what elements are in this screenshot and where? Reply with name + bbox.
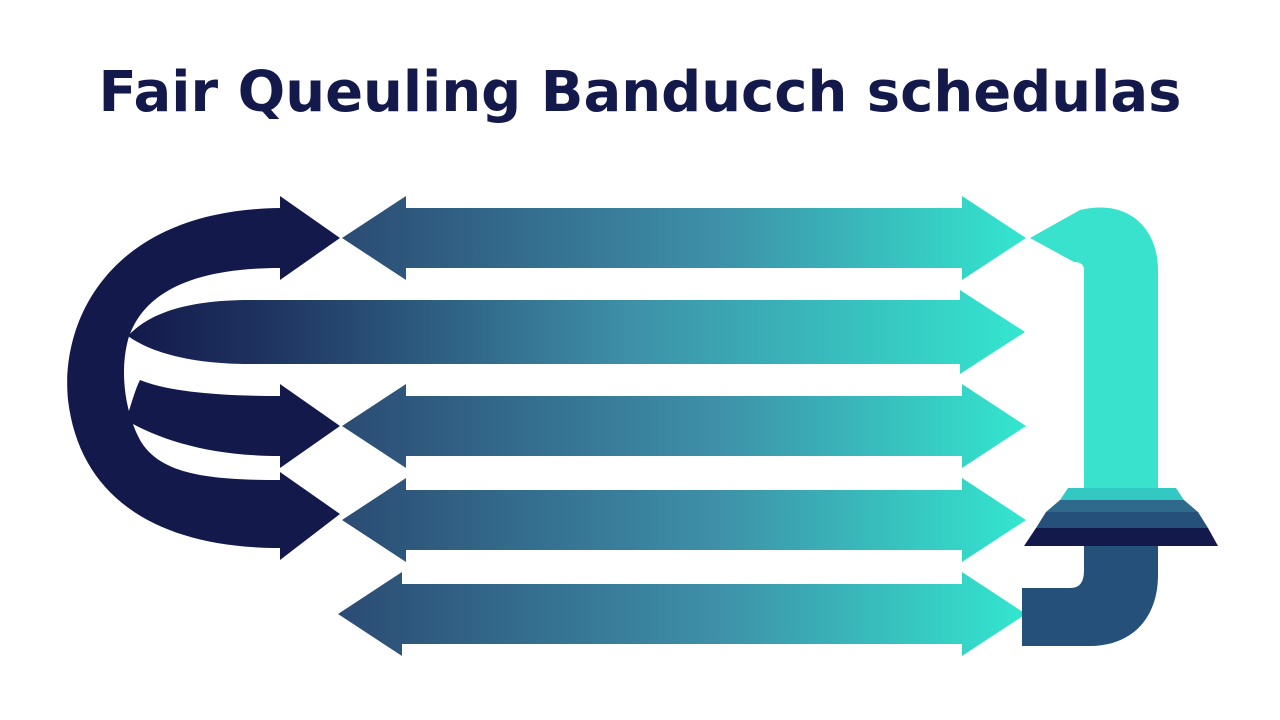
pipe-icon <box>1022 207 1158 646</box>
page-title: Fair Queuling Banducch schedulas <box>98 60 1182 125</box>
funnel-icon <box>1024 488 1218 546</box>
curved-merge-arrow-icon <box>67 196 340 560</box>
double-headed-arrow-icon <box>338 196 1026 656</box>
right-arrow-icon <box>128 290 1025 374</box>
